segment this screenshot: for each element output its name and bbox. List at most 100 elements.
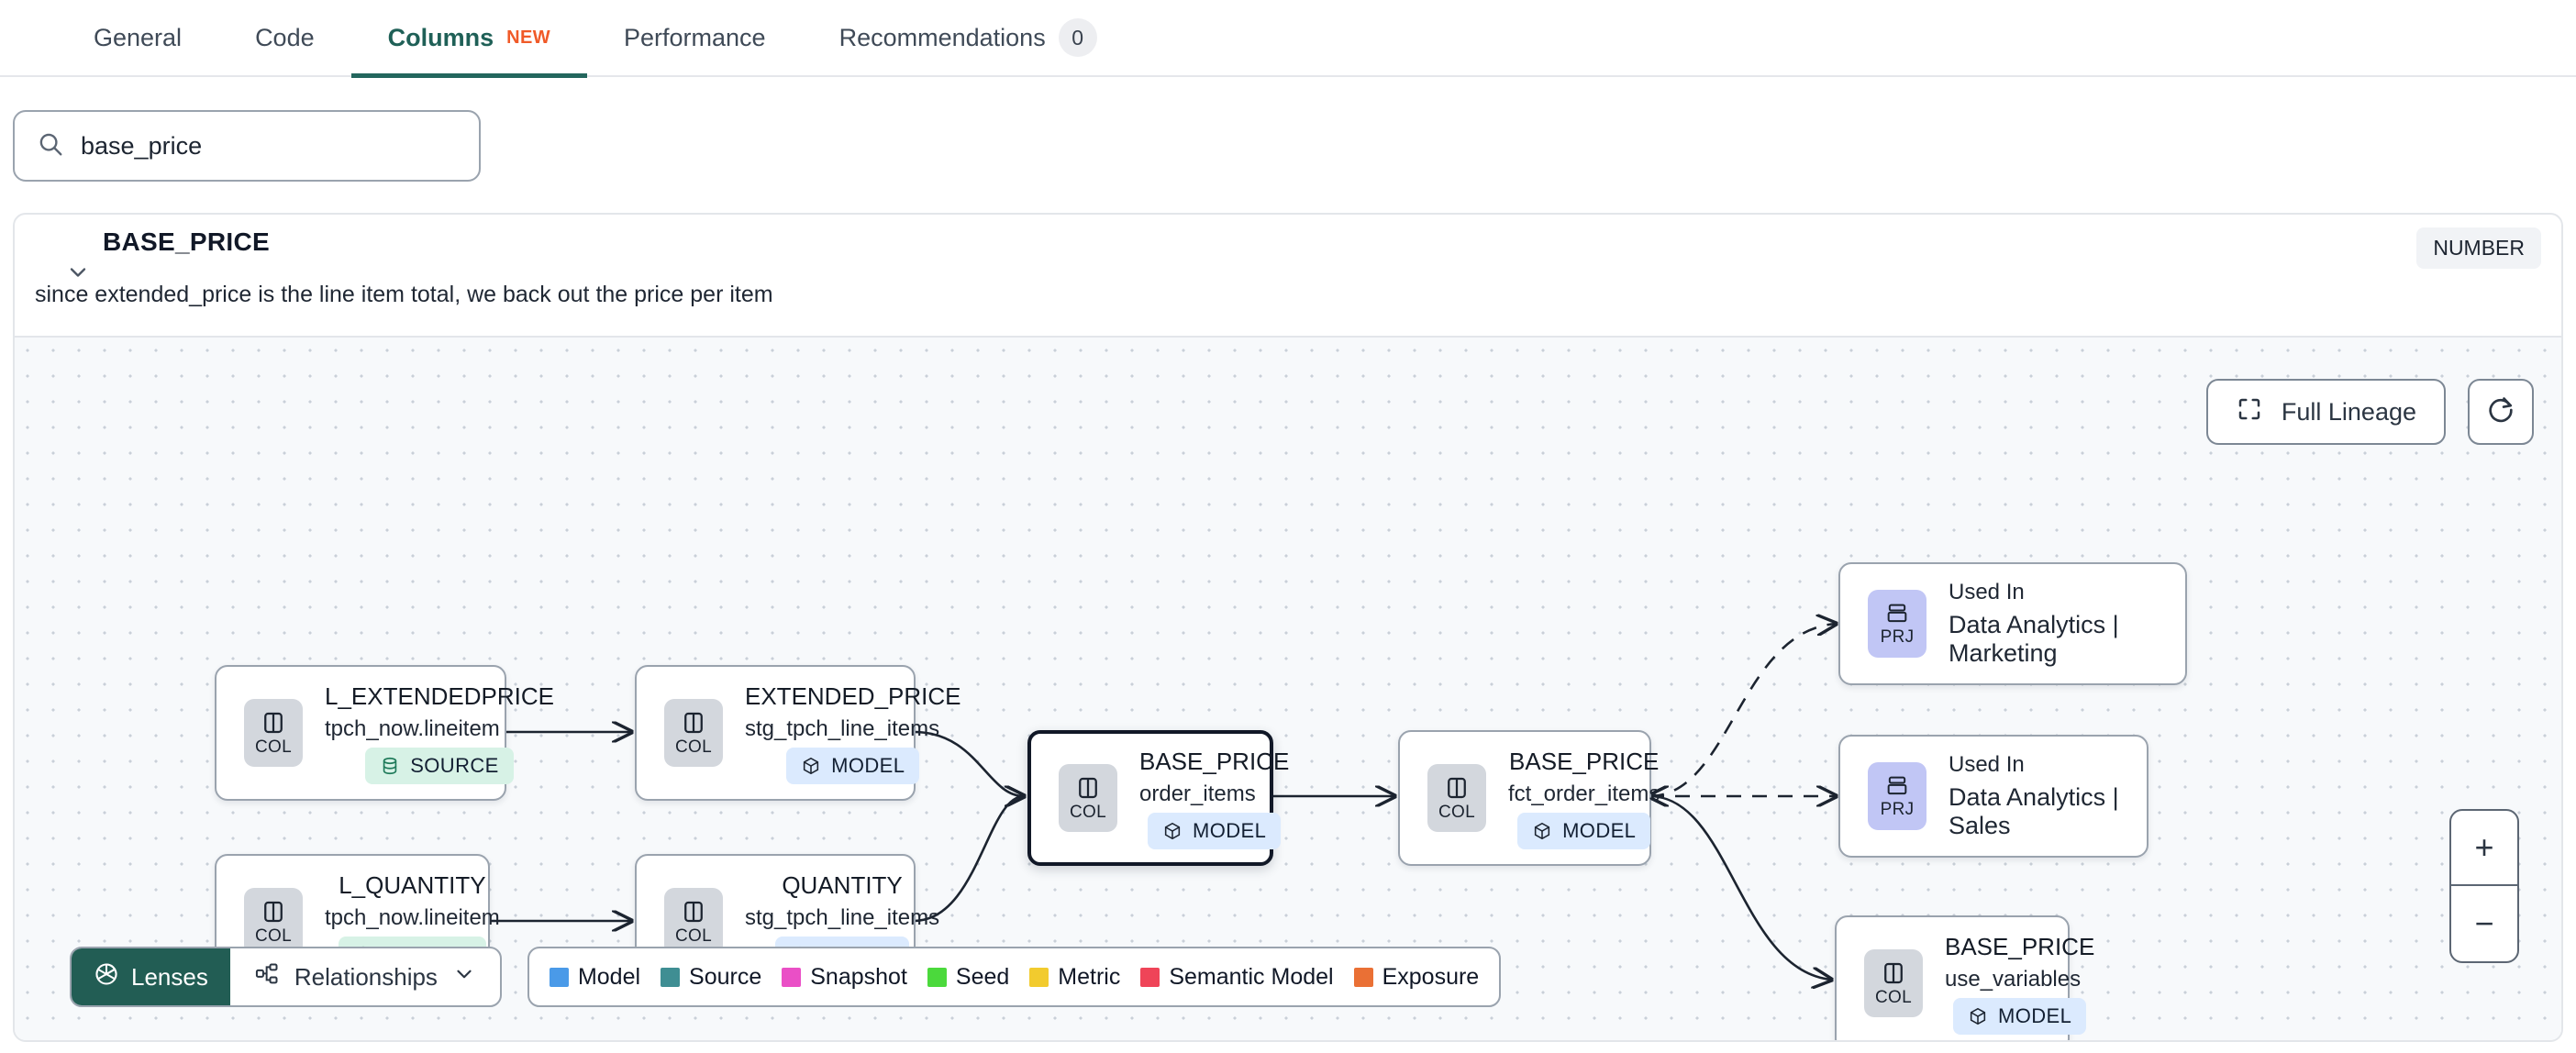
legend-swatch [1140,967,1160,987]
node-name: L_QUANTITY [339,870,486,899]
node-body: Used In Data Analytics | Marketing [1949,580,2185,668]
node-name: BASE_PRICE [1509,747,1660,775]
column-type-badge: NUMBER [2416,227,2541,269]
tab-performance[interactable]: Performance [587,0,803,76]
lineage-edges [485,338,2561,1040]
legend-item-model: Model [549,963,641,991]
lenses-label: Lenses [131,962,208,991]
legend-swatch [549,967,569,987]
prj-badge-label: PRJ [1880,799,1915,819]
legend-item-seed: Seed [927,964,1009,991]
node-name: BASE_PRICE [1139,747,1290,775]
lineage-node-base-price-fct-order-items[interactable]: COL BASE_PRICE fct_order_items MODEL [1398,730,1660,866]
legend-swatch [1029,967,1049,987]
tab-columns[interactable]: Columns NEW [350,0,588,78]
search-box[interactable] [13,110,481,182]
chevron-down-icon [452,962,476,992]
full-lineage-button[interactable]: Full Lineage [2205,379,2446,445]
col-badge: COL [1059,764,1117,832]
legend-label: Semantic Model [1169,963,1334,990]
col-badge: COL [664,888,723,956]
edge-used-in-marketing [1649,624,1836,796]
aperture-icon [94,961,119,993]
node-tag-label: MODEL [1562,818,1637,842]
legend-label: Seed [955,963,1010,990]
project-icon [1887,776,1907,794]
relationships-dropdown[interactable]: Relationships [230,948,500,1005]
col-badge-label: COL [255,926,292,946]
zoom-controls: + − [2449,809,2519,963]
col-badge-label: COL [1438,802,1475,822]
col-badge: COL [664,699,723,767]
node-tag-label: MODEL [1193,818,1267,842]
node-name: L_EXTENDEDPRICE [325,682,554,710]
node-type-tag: MODEL [786,747,920,784]
node-subtitle: stg_tpch_line_items [745,904,940,930]
lineage-canvas[interactable]: COL L_EXTENDEDPRICE tpch_now.lineitem SO… [15,336,2561,1040]
relationships-icon [254,961,280,993]
legend-swatch [927,967,947,987]
legend-label: Metric [1058,963,1121,990]
legend-item-exposure: Exposure [1353,964,1479,991]
col-badge-label: COL [1875,987,1912,1007]
legend-item-source: Source [661,964,761,991]
tab-code[interactable]: Code [218,0,351,76]
col-badge-label: COL [255,737,292,757]
tab-label: Columns [387,23,494,51]
lineage-node-project-sales[interactable]: PRJ Used In Data Analytics | Sales [1838,735,2149,858]
node-name: EXTENDED_PRICE [745,682,961,710]
col-badge: COL [1427,764,1486,832]
node-body: L_EXTENDEDPRICE tpch_now.lineitem SOURCE [325,682,554,784]
legend-item-semantic-model: Semantic Model [1140,963,1334,991]
node-tag-label: MODEL [831,753,905,777]
node-type-legend: Model Source Snapshot Seed [527,947,1502,1007]
tab-label: Recommendations [838,23,1046,51]
refresh-icon [2485,394,2516,430]
column-detail-panel: COL L_EXTENDEDPRICE tpch_now.lineitem SO… [13,213,2563,1042]
node-body: BASE_PRICE fct_order_items MODEL [1508,748,1660,849]
zoom-out-button[interactable]: − [2474,904,2494,942]
node-type-tag: MODEL [1517,812,1651,849]
legend-item-metric: Metric [1029,964,1120,991]
legend-swatch [782,967,802,987]
search-icon [37,130,64,162]
search-input[interactable] [81,131,457,161]
cube-icon [1970,1007,1986,1025]
tab-bar: General Code Columns NEW Performance Rec… [0,0,2576,78]
node-body: BASE_PRICE use_variables MODEL [1945,933,2094,1035]
lenses-button[interactable]: Lenses [72,948,230,1005]
node-name: QUANTITY [782,870,903,899]
refresh-button[interactable] [2468,379,2534,445]
prj-badge: PRJ [1868,590,1926,658]
node-body: BASE_PRICE order_items MODEL [1139,748,1289,849]
relationships-label: Relationships [294,962,438,991]
lineage-node-base-price-order-items[interactable]: COL BASE_PRICE order_items MODEL [1027,730,1289,866]
node-subtitle: fct_order_items [1508,781,1660,806]
chevron-down-icon[interactable] [62,257,94,288]
node-body: EXTENDED_PRICE stg_tpch_line_items MODEL [745,682,961,784]
search-area [13,110,481,182]
legend-item-snapshot: Snapshot [782,964,907,991]
legend-label: Model [577,963,641,990]
lineage-node-base-price-use-variables[interactable]: COL BASE_PRICE use_variables MODEL [1835,915,2094,1040]
tab-new-badge: NEW [506,27,550,48]
project-icon [1887,604,1907,622]
full-lineage-label: Full Lineage [2281,397,2416,426]
lineage-bottom-toolbar: Lenses Relationships [70,947,1502,1007]
tab-label: General [94,23,183,51]
lineage-node-extended-price[interactable]: COL EXTENDED_PRICE stg_tpch_line_items M… [635,665,961,801]
legend-label: Source [689,963,762,990]
lineage-node-project-marketing[interactable]: PRJ Used In Data Analytics | Marketing [1838,562,2187,685]
legend-swatch [661,967,681,987]
lineage-node-l-extendedprice[interactable]: COL L_EXTENDEDPRICE tpch_now.lineitem SO… [215,665,554,801]
node-type-tag: MODEL [1148,812,1282,849]
column-header [15,215,2561,334]
legend-swatch [1353,967,1373,987]
zoom-in-button[interactable]: + [2451,811,2517,886]
tab-recommendations[interactable]: Recommendations 0 [803,0,1134,76]
node-subtitle: tpch_now.lineitem [325,904,500,930]
col-badge-label: COL [1070,802,1106,822]
prj-badge: PRJ [1868,762,1926,830]
tab-general[interactable]: General [57,0,218,76]
